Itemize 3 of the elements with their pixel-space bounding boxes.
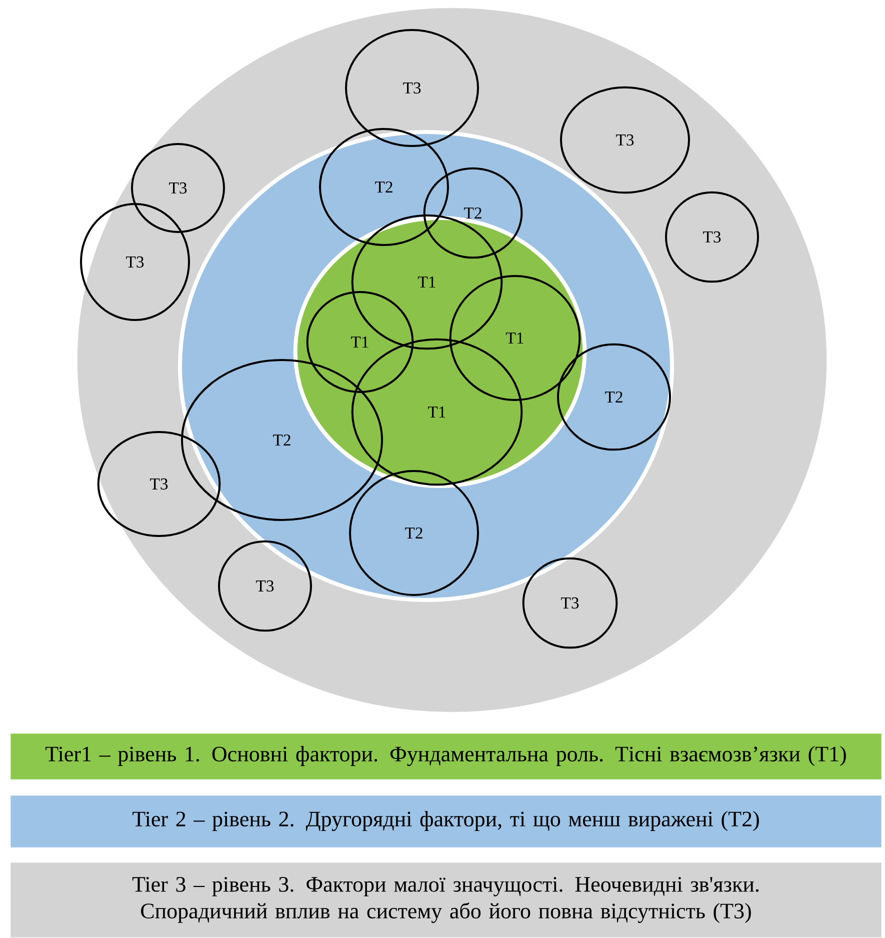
legend-bar: Tier 3 – рівень 3. Фактори малої значущості. Неочевидні зв'язки. Спорадичний вплив на систему або його повна відсутність (Т3) [9, 861, 883, 938]
legend-bar: Tier 2 – рівень 2. Другорядні фактори, ті що менш виражені (Т2) [9, 794, 883, 849]
legend-bar: Tier1 – рівень 1. Основні фактори. Фундаментальна роль. Тісні взаємозв’язки (Т1) [9, 732, 883, 781]
